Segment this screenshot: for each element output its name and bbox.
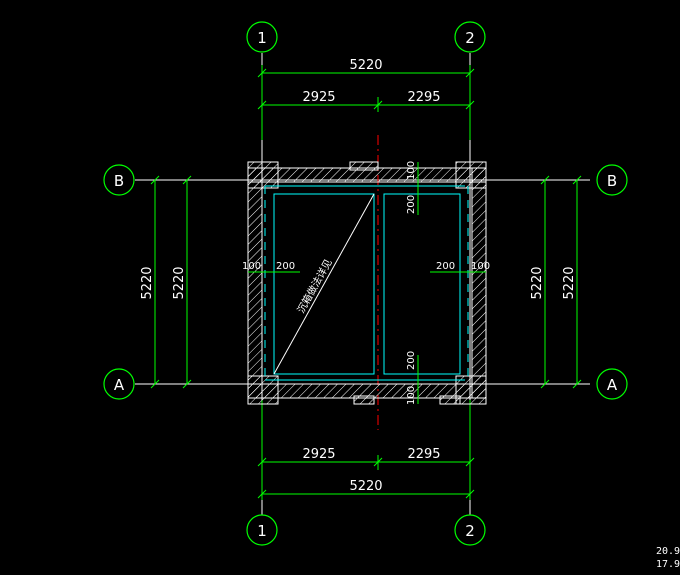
grid-label-2-bottom: 2 [465,522,475,540]
left-wall-100: 100 [242,261,261,272]
bottom-wall-200: 200 [406,351,417,370]
grid-label-1-top: 1 [257,29,267,47]
grid-bubble-1-bottom[interactable]: 1 [246,514,278,546]
sink-diagonal [273,193,375,375]
right-wall-200: 200 [436,261,455,272]
right-wall-100: 100 [471,261,490,272]
top-overall-dim: 5220 [349,58,382,73]
grid-label-a-left: A [114,376,125,394]
inner-room-outline [264,185,469,381]
room-note: 沉箱做法详见 [294,257,334,316]
grid-bubble-2-top[interactable]: 2 [454,21,486,53]
grid-bubble-b-right[interactable]: B [596,164,628,196]
status-line-2: 17.9 [656,559,680,570]
top-right-bay-dim: 2295 [407,90,440,105]
right-dimensions [540,175,582,389]
walls [247,161,487,405]
grid-bubble-1-top[interactable]: 1 [246,21,278,53]
wall-thickness-dims [248,162,486,404]
right-inner-dim: 5220 [562,266,577,299]
left-inner-dim: 5220 [172,266,187,299]
bottom-right-bay-dim: 2295 [407,447,440,462]
grid-label-b-left: B [114,172,124,190]
left-dimensions [150,175,192,389]
grid-bubble-a-left[interactable]: A [103,368,135,400]
grid-bubble-b-left[interactable]: B [103,164,135,196]
bottom-left-bay-dim: 2925 [302,447,335,462]
grid-bubble-a-right[interactable]: A [596,368,628,400]
top-wall-100: 100 [406,161,417,180]
left-outer-dim: 5220 [140,266,155,299]
bottom-overall-dim: 5220 [349,479,382,494]
grid-label-1-bottom: 1 [257,522,267,540]
status-line-1: 20.9 [656,546,680,557]
grid-label-2-top: 2 [465,29,475,47]
top-wall-200: 200 [406,195,417,214]
grid-label-b-right: B [607,172,617,190]
axis-lines [135,53,590,517]
top-dimensions [257,65,475,140]
grid-bubble-2-bottom[interactable]: 2 [454,514,486,546]
right-outer-dim: 5220 [530,266,545,299]
bottom-wall-100: 100 [406,386,417,405]
top-left-bay-dim: 2925 [302,90,335,105]
left-wall-200: 200 [276,261,295,272]
grid-label-a-right: A [607,376,618,394]
bottom-dimensions [257,400,475,500]
